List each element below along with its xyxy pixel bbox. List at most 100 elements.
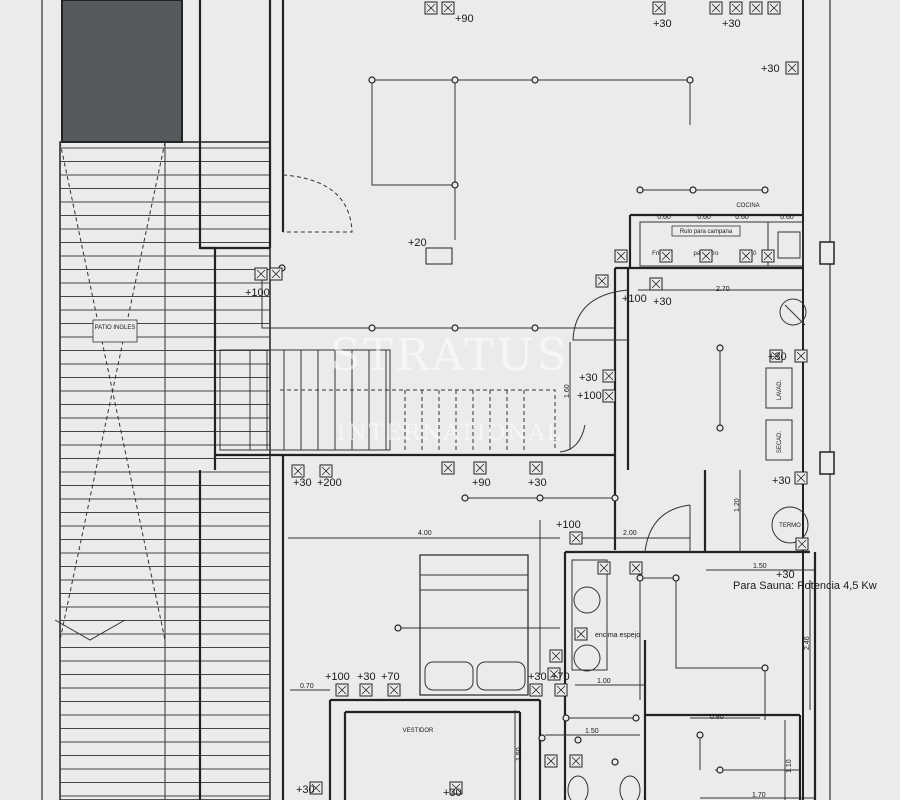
light-point-icon: [686, 76, 694, 84]
light-point-icon: [761, 186, 769, 194]
socket-icon: [441, 461, 455, 475]
watermark-sub: INTERNATIONAL: [337, 421, 563, 446]
watermark-brand: STRATUS: [330, 330, 570, 381]
socket-icon: [335, 683, 349, 697]
h30-laundry2: +30: [772, 475, 791, 487]
dimensions-d400: 4.00: [418, 530, 432, 537]
socket-icon: [597, 561, 611, 575]
dimensions-d070: 0.70: [300, 683, 314, 690]
dimensions-d270: 2.70: [716, 286, 730, 293]
dimensions-d150c: 1.50: [516, 747, 523, 761]
light-point-icon: [461, 494, 469, 502]
socket-icon: [547, 667, 561, 681]
h30-bottom-left: +30: [296, 784, 315, 796]
light-point-icon: [672, 574, 680, 582]
light-point-icon: [394, 624, 402, 632]
socket-icon: [659, 249, 673, 263]
socket-icon: [652, 1, 666, 15]
light-point-icon: [451, 181, 459, 189]
wiring: [261, 79, 800, 771]
socket-icon: [761, 249, 775, 263]
dimensions-d160: 1.60: [564, 384, 571, 398]
socket-icon: [739, 249, 753, 263]
dim-k4: 0.60: [780, 214, 794, 221]
socket-icon: [649, 277, 663, 291]
socket-icon: [387, 683, 401, 697]
socket-icon: [769, 349, 783, 363]
h30-bottom-mid: +30: [443, 787, 462, 799]
bedroom: VESTIDOR: [403, 554, 529, 734]
socket-icon: [602, 369, 616, 383]
light-point-icon: [368, 324, 376, 332]
light-point-icon: [689, 186, 697, 194]
patio-void: [61, 0, 183, 143]
socket-icon: [602, 389, 616, 403]
light-point-icon: [632, 714, 640, 722]
socket-icon: [441, 1, 455, 15]
socket-icon: [359, 683, 373, 697]
light-point-icon: [531, 324, 539, 332]
h90-bed: +90: [472, 477, 491, 489]
dimensions-d246: 2.46: [804, 636, 811, 650]
dimension-labels: 2.70 1.60 4.00 2.00 1.20 1.50 2.46 1.00 …: [300, 286, 811, 799]
socket-icon: [254, 267, 268, 281]
light-point-icon: [531, 76, 539, 84]
socket-icon: [574, 627, 588, 641]
h90-top: +90: [455, 13, 474, 25]
socket-icon: [269, 267, 283, 281]
patio-label: PATIO INGLES: [95, 325, 136, 331]
h70-bed-bottom: +70: [381, 671, 400, 683]
socket-icon: [794, 471, 808, 485]
light-point-icon: [451, 76, 459, 84]
dimensions-d080: 0.80: [710, 714, 724, 721]
left-hatch-area: PATIO INGLES: [54, 141, 271, 800]
dimensions-d150b: 1.50: [585, 728, 599, 735]
light-point-icon: [611, 494, 619, 502]
socket-icon: [794, 349, 808, 363]
dimensions-d110: 1.10: [786, 759, 793, 773]
socket-icon: [709, 1, 723, 15]
light-point-icon: [636, 574, 644, 582]
dimensions-d200: 2.00: [623, 530, 637, 537]
h30-bed: +30: [528, 477, 547, 489]
boiler-icon: [771, 506, 809, 544]
socket-icon: [569, 531, 583, 545]
socket-icon: [473, 461, 487, 475]
light-points: [278, 76, 769, 774]
light-point-icon: [536, 494, 544, 502]
dimension-lines: [288, 289, 815, 800]
light-point-icon: [368, 76, 376, 84]
socket-icon: [785, 61, 799, 75]
socket-icon: [319, 464, 333, 478]
socket-icon: [595, 274, 609, 288]
toilet-icon: [567, 775, 589, 800]
watermark: STRATUS INTERNATIONAL: [330, 330, 570, 446]
h30-top-mid: +30: [653, 18, 672, 30]
light-point-icon: [716, 344, 724, 352]
height-labels: +90 +30 +30 +30 +20 +100 +30 +100 +100 +…: [245, 13, 795, 799]
tv-outlet-icon: [425, 247, 453, 265]
dim-k1: 0.60: [657, 214, 671, 221]
light-point-icon: [636, 186, 644, 194]
door-swings: [282, 174, 691, 553]
socket-icon: [549, 649, 563, 663]
light-point-icon: [761, 664, 769, 672]
h100-bath: +100: [556, 519, 581, 531]
sauna-note: Para Sauna: Potencia 4,5 Kw: [733, 580, 877, 592]
light-point-icon: [716, 766, 724, 774]
light-point-icon: [451, 324, 459, 332]
sockets: [254, 1, 809, 795]
socket-icon: [529, 461, 543, 475]
socket-icon: [699, 249, 713, 263]
h30-bed-left: +30: [293, 477, 312, 489]
h20: +20: [408, 237, 427, 249]
kitchen-note: Rulo para campana: [680, 229, 733, 235]
socket-icon: [614, 249, 628, 263]
h30-bed-right: +30: [528, 671, 547, 683]
mirror-note: encima espejo: [595, 632, 640, 639]
dim-k2: 0.60: [697, 214, 711, 221]
light-point-icon: [562, 714, 570, 722]
h100-left: +100: [245, 287, 270, 299]
h100-bed-bottom: +100: [325, 671, 350, 683]
